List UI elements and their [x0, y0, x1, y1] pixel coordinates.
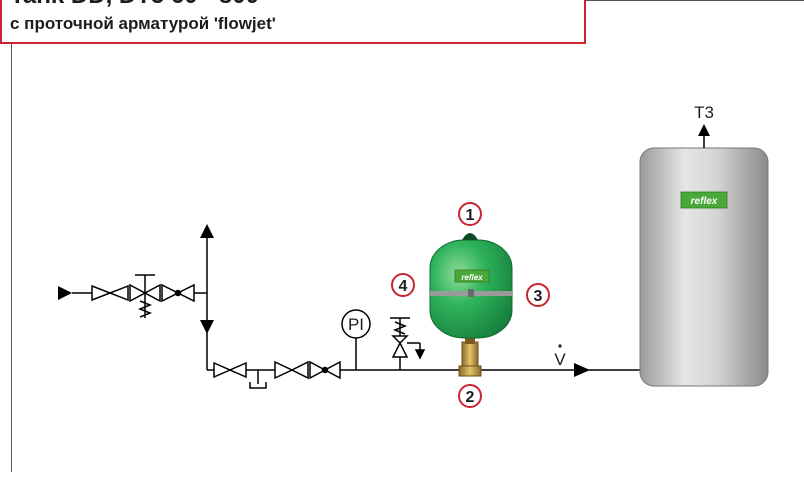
page-title: Tank DD, DT5 60 - 800	[10, 0, 259, 10]
inlet-valve-group	[91, 274, 207, 318]
title-box: Tank DD, DT5 60 - 800 с проточной армату…	[0, 0, 586, 44]
top-divider	[586, 0, 804, 1]
left-divider	[11, 44, 12, 472]
riser-pipe	[200, 224, 214, 370]
page-subtitle: с проточной арматурой 'flowjet'	[10, 14, 276, 33]
callout-4: 4	[391, 273, 415, 297]
svg-text:4: 4	[399, 278, 408, 295]
flow-dot	[558, 344, 562, 348]
callout-3: 3	[526, 283, 550, 307]
pi-label: PI	[348, 315, 364, 334]
inlet-arrow-icon	[58, 286, 92, 300]
safety-valve-icon	[390, 317, 426, 370]
svg-text:3: 3	[534, 288, 543, 305]
t3-arrow-icon	[698, 124, 710, 136]
callout-2: 2	[458, 384, 482, 408]
svg-text:2: 2	[466, 389, 475, 406]
t3-label: T3	[694, 103, 714, 122]
svg-text:1: 1	[466, 207, 475, 224]
pressure-indicator-icon: PI	[341, 309, 371, 370]
expansion-vessel: reflex	[429, 233, 513, 339]
callout-1: 1	[458, 202, 482, 226]
flow-label: V	[554, 350, 566, 369]
vessel-logo: reflex	[461, 273, 483, 282]
flowjet-fitting	[458, 334, 482, 377]
tank-logo: reflex	[691, 196, 718, 207]
storage-tank: reflex T3	[639, 103, 769, 387]
flow-arrow-icon	[574, 363, 590, 377]
